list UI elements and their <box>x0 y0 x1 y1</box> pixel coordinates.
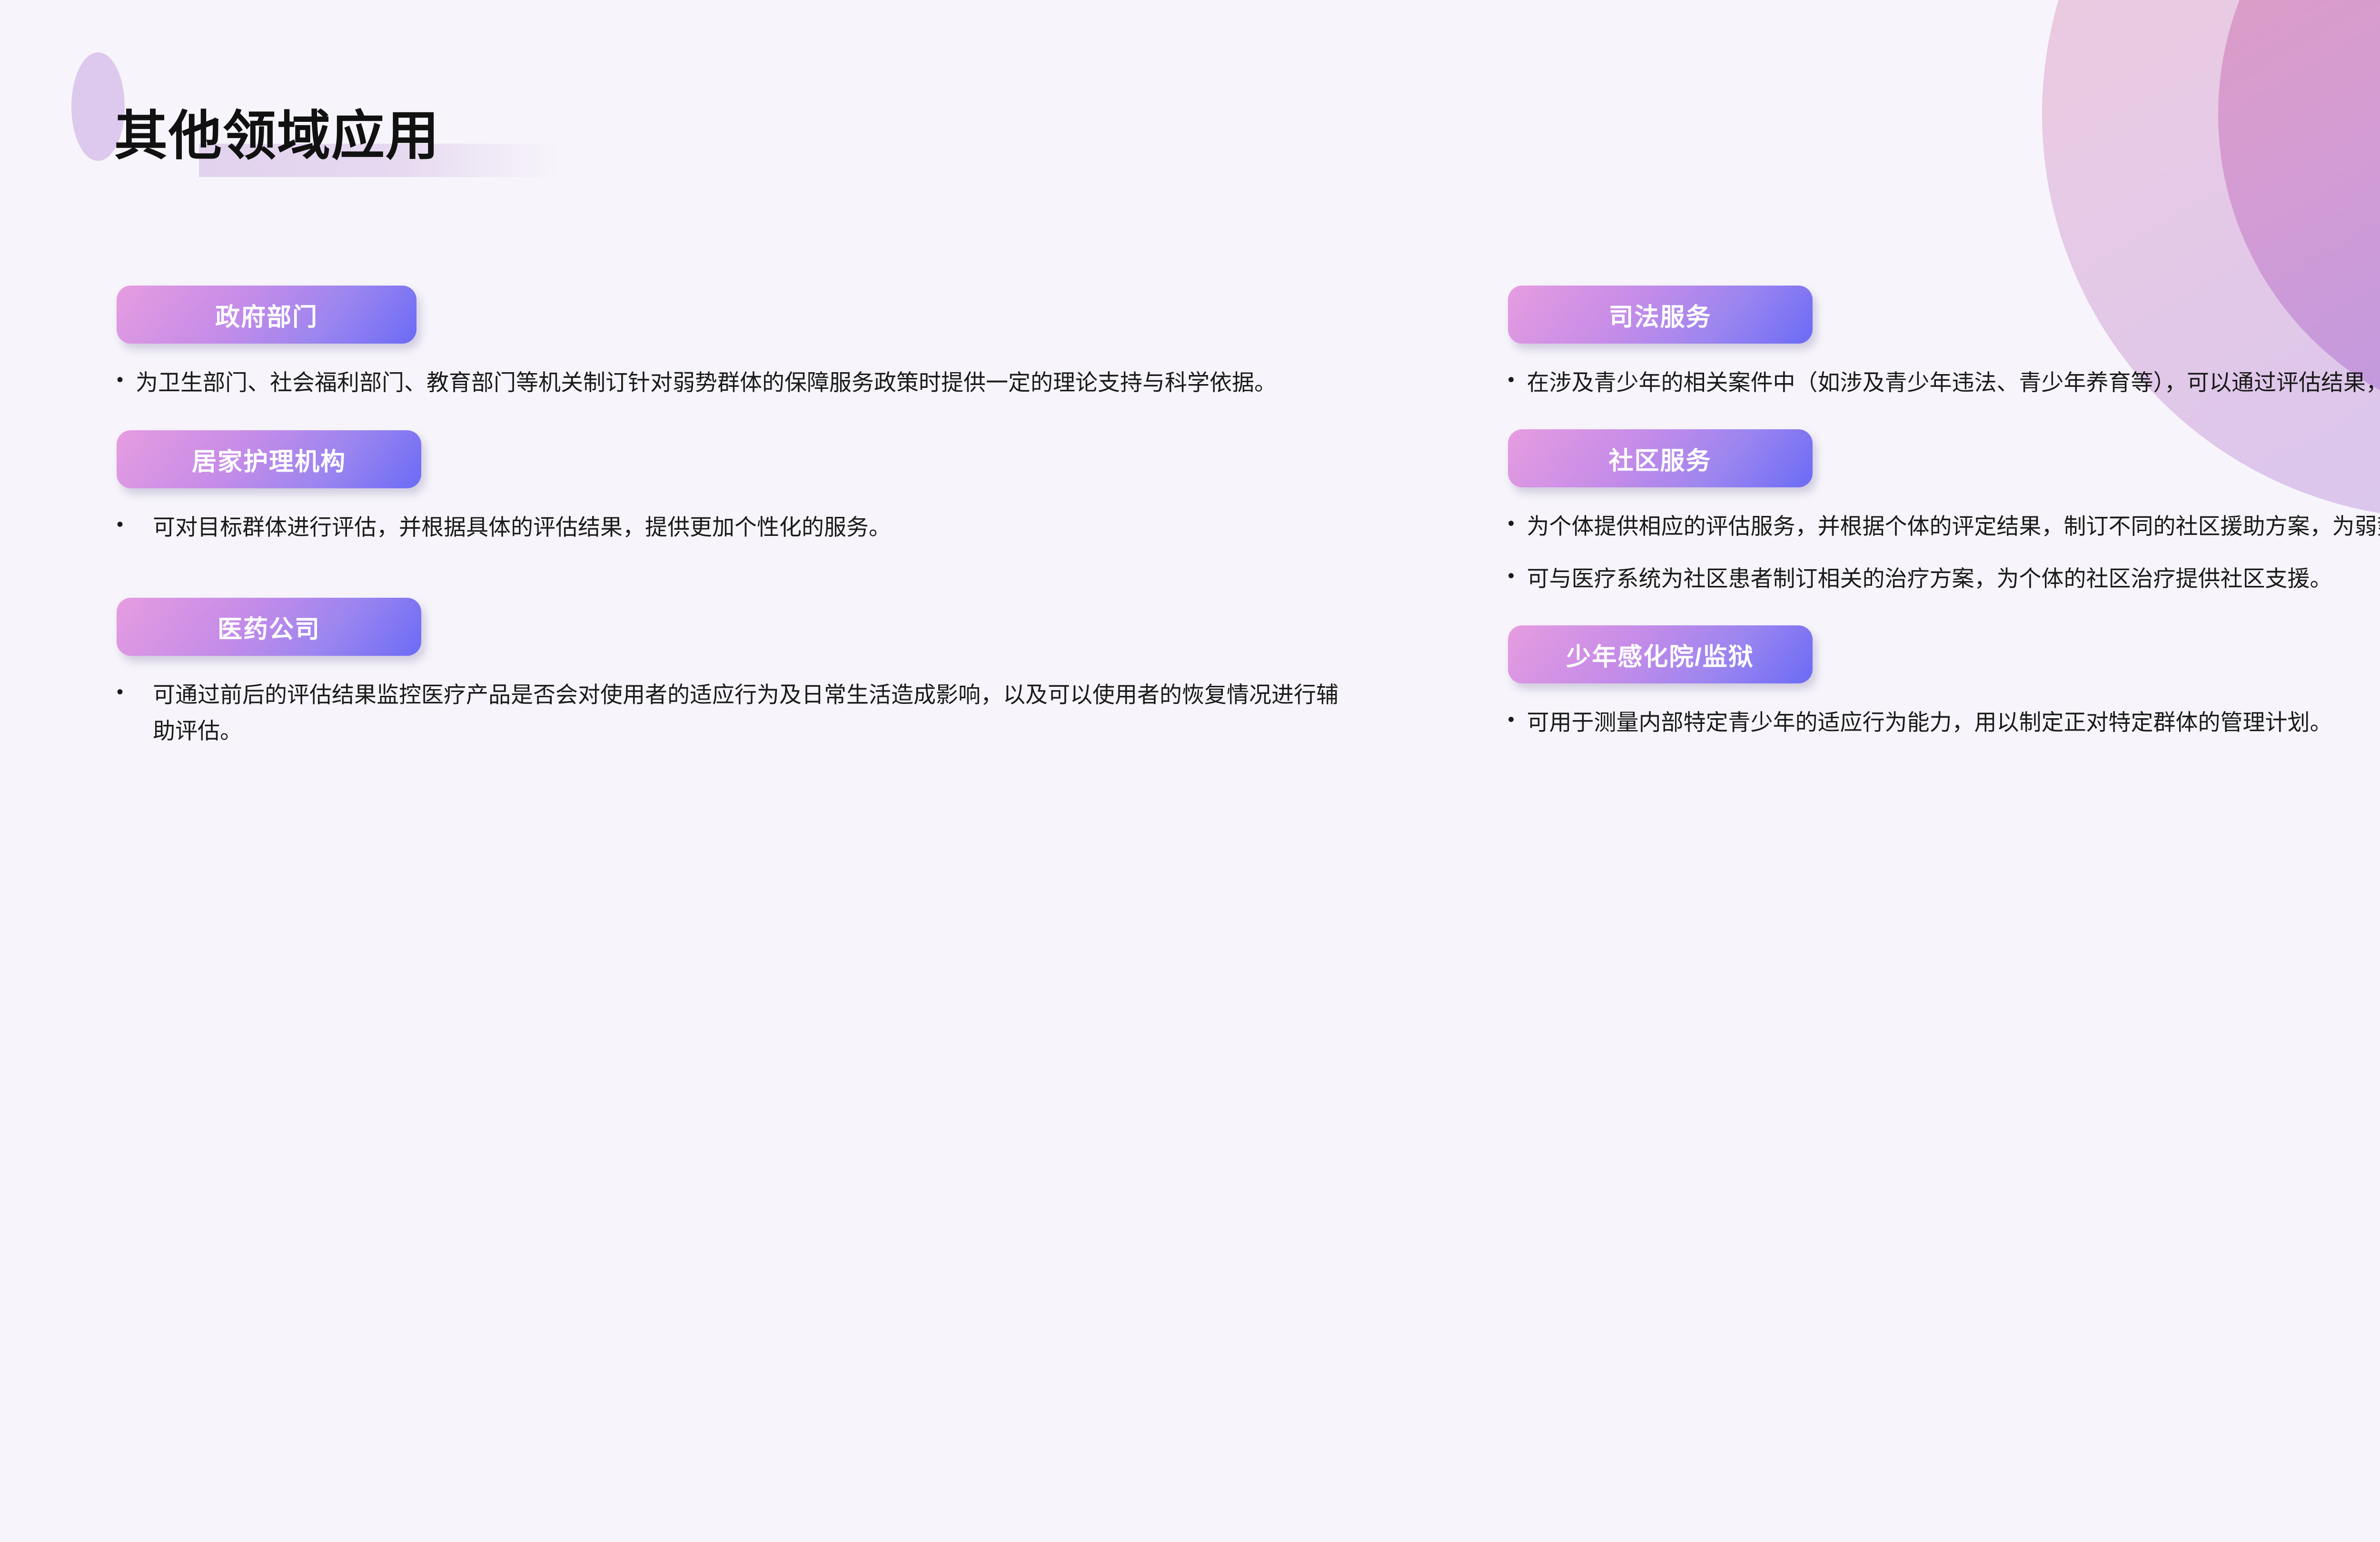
application-card: 医药公司 • 可通过前后的评估结果监控医疗产品是否会对使用者的适应行为及日常生活造成… <box>117 598 1351 749</box>
bullet-list: • 为个体提供相应的评估服务，并根据个体的评定结果，制订不同的社区援助方案，为弱势… <box>1508 508 2380 597</box>
application-card: 社区服务 • 为个体提供相应的评估服务，并根据个体的评定结果，制订不同的社区援助方案… <box>1507 429 2380 597</box>
card-header-pill[interactable]: 少年感化院/监狱 <box>1507 625 1813 684</box>
page-title: 其他领域应用 <box>114 106 440 166</box>
application-card: 政府部门 • 为卫生部门、社会福利部门、教育部门等机关制订针对弱势群体的保障服务政策… <box>117 286 1351 401</box>
list-item: • 可用于测量内部特定青少年的适应行为能力，用以制定正对特定群体的管理计划。 <box>1508 704 2380 741</box>
card-header-pill[interactable]: 医药公司 <box>117 598 421 656</box>
card-header-pill[interactable]: 居家护理机构 <box>117 430 421 489</box>
list-item: • 为个体提供相应的评估服务，并根据个体的评定结果，制订不同的社区援助方案，为弱势… <box>1508 508 2380 544</box>
application-card: 少年感化院/监狱 • 可用于测量内部特定青少年的适应行为能力，用以制定正对特定群体的… <box>1507 625 2380 741</box>
list-item-text: 为卫生部门、社会福利部门、教育部门等机关制订针对弱势群体的保障服务政策时提供一定… <box>136 370 1277 395</box>
list-item: • 可与医疗系统为社区患者制订相关的治疗方案，为个体的社区治疗提供社区支援。 <box>1508 561 2380 597</box>
list-item: • 可通过前后的评估结果监控医疗产品是否会对使用者的适应行为及日常生活造成影响，以… <box>117 677 1351 749</box>
list-item-text: 在涉及青少年的相关案件中（如涉及青少年违法、青少年养育等），可以通过评估结果，妥… <box>1527 370 2380 395</box>
bullet-list: • 可通过前后的评估结果监控医疗产品是否会对使用者的适应行为及日常生活造成影响，以… <box>117 677 1351 749</box>
list-item-text: 可用于测量内部特定青少年的适应行为能力，用以制定正对特定群体的管理计划。 <box>1527 710 2332 735</box>
application-card: 司法服务 • 在涉及青少年的相关案件中（如涉及青少年违法、青少年养育等），可以通过评… <box>1507 286 2380 401</box>
bullet-point-icon: • <box>117 682 124 703</box>
right-column: 司法服务 • 在涉及青少年的相关案件中（如涉及青少年违法、青少年养育等），可以通过评… <box>1507 286 2380 750</box>
bullet-point-icon: • <box>1507 565 1515 587</box>
title-ellipse-decoration <box>71 52 125 161</box>
list-item-text: 可通过前后的评估结果监控医疗产品是否会对使用者的适应行为及日常生活造成影响，以及… <box>153 682 1339 744</box>
title-highlight-bar <box>199 144 561 177</box>
bullet-point-icon: • <box>1507 369 1515 390</box>
card-header-pill[interactable]: 司法服务 <box>1507 286 1813 344</box>
card-header-pill[interactable]: 社区服务 <box>1507 429 1813 488</box>
list-item-text: 可与医疗系统为社区患者制订相关的治疗方案，为个体的社区治疗提供社区支援。 <box>1527 566 2332 592</box>
bullet-list: • 可对目标群体进行评估，并根据具体的评估结果，提供更加个性化的服务。 <box>117 509 1351 545</box>
application-card: 居家护理机构 • 可对目标群体进行评估，并根据具体的评估结果，提供更加个性化的服务。 <box>117 430 1351 545</box>
bullet-point-icon: • <box>117 514 124 535</box>
list-item-text: 可对目标群体进行评估，并根据具体的评估结果，提供更加个性化的服务。 <box>153 514 892 540</box>
page-title-block: 其他领域应用 <box>71 52 738 195</box>
left-column: 政府部门 • 为卫生部门、社会福利部门、教育部门等机关制订针对弱势群体的保障服务政策… <box>117 286 1351 750</box>
list-item: • 可对目标群体进行评估，并根据具体的评估结果，提供更加个性化的服务。 <box>117 509 1351 545</box>
bullet-list: • 可用于测量内部特定青少年的适应行为能力，用以制定正对特定群体的管理计划。 <box>1508 704 2380 741</box>
list-item: • 为卫生部门、社会福利部门、教育部门等机关制订针对弱势群体的保障服务政策时提供一… <box>117 365 1351 401</box>
bullet-point-icon: • <box>117 369 124 390</box>
bullet-point-icon: • <box>1507 709 1515 731</box>
bullet-list: • 为卫生部门、社会福利部门、教育部门等机关制订针对弱势群体的保障服务政策时提供一… <box>117 365 1351 401</box>
list-item: • 在涉及青少年的相关案件中（如涉及青少年违法、青少年养育等），可以通过评估结果，… <box>1508 365 2380 401</box>
content-columns: 政府部门 • 为卫生部门、社会福利部门、教育部门等机关制订针对弱势群体的保障服务政策… <box>0 286 2380 750</box>
bullet-point-icon: • <box>1507 513 1515 534</box>
list-item-text: 为个体提供相应的评估服务，并根据个体的评定结果，制订不同的社区援助方案，为弱势群… <box>1527 514 2380 539</box>
bullet-list: • 在涉及青少年的相关案件中（如涉及青少年违法、青少年养育等），可以通过评估结果，… <box>1508 365 2380 401</box>
card-header-pill[interactable]: 政府部门 <box>117 286 416 344</box>
